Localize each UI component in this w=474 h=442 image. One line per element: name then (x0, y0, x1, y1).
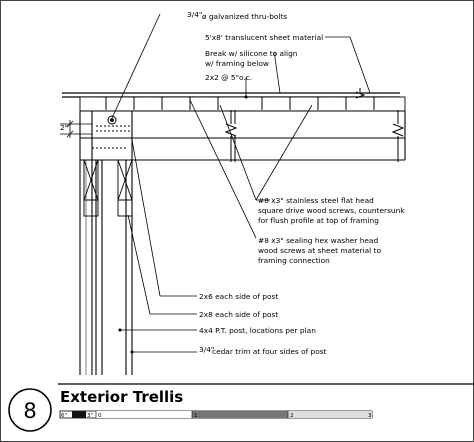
bolts-fraction: 3/4" (187, 10, 202, 19)
notes: 3/4" ø galvanized thru-bolts 5'x8' trans… (60, 10, 405, 356)
note-break-2: w/ framing below (205, 59, 269, 68)
cedar-fraction: 3/4" (199, 345, 214, 354)
detail-number: 8 (23, 399, 36, 423)
thru-bolts (92, 115, 130, 149)
scale-label-1: 1 (194, 413, 198, 419)
note-washer-3: framing connection (258, 256, 330, 265)
beam (79, 110, 406, 161)
framing-screws (103, 96, 377, 110)
post-blocking (83, 159, 133, 217)
note-washer-1: #8 x3" sealing hex washer head (258, 236, 378, 245)
break-line-right (391, 110, 405, 162)
scale-label-3in: 3" (87, 413, 94, 419)
left-dimension (60, 120, 92, 138)
note-framing: 2x2 @ 5"o.c. (205, 73, 252, 82)
leader-lines (111, 13, 371, 353)
detail-title: Exterior Trellis (60, 388, 183, 406)
note-screws-3: for flush profile at top of framing (258, 216, 379, 225)
note-sheet: 5'x8' translucent sheet material (205, 33, 323, 42)
note-dim-left: 2" (60, 123, 68, 132)
break-line-left (224, 110, 238, 162)
note-cedar: cedar trim at four sides of post (212, 347, 327, 356)
title-block: 8 Exterior Trellis (8, 388, 183, 432)
note-4x4: 4x4 P.T. post, locations per plan (199, 326, 316, 335)
scale-label-3: 3 (368, 413, 372, 419)
note-washer-2: wood screws at sheet material to (258, 246, 381, 255)
detail-number-circle (8, 388, 52, 432)
note-break-1: Break w/ silicone to align (205, 49, 298, 58)
scale-label-2: 2 (290, 413, 294, 419)
scale-label-0: 0 (98, 413, 102, 419)
scale-label-6in: 6" (61, 413, 68, 419)
note-2x6: 2x6 each side of post (199, 292, 278, 301)
break-line-sheet (355, 88, 366, 99)
note-screws-2: square drive wood screws, countersunk (258, 206, 405, 215)
note-screws-1: #8 x3" stainless steel flat head (258, 196, 374, 205)
leader-dots (118, 95, 248, 354)
post (79, 160, 133, 375)
scale-bar: 6" 3" 0 1 2 3 (59, 410, 373, 419)
note-bolts: ø galvanized thru-bolts (202, 12, 287, 21)
note-2x8: 2x8 each side of post (199, 310, 278, 319)
framing-2x2 (79, 96, 406, 112)
